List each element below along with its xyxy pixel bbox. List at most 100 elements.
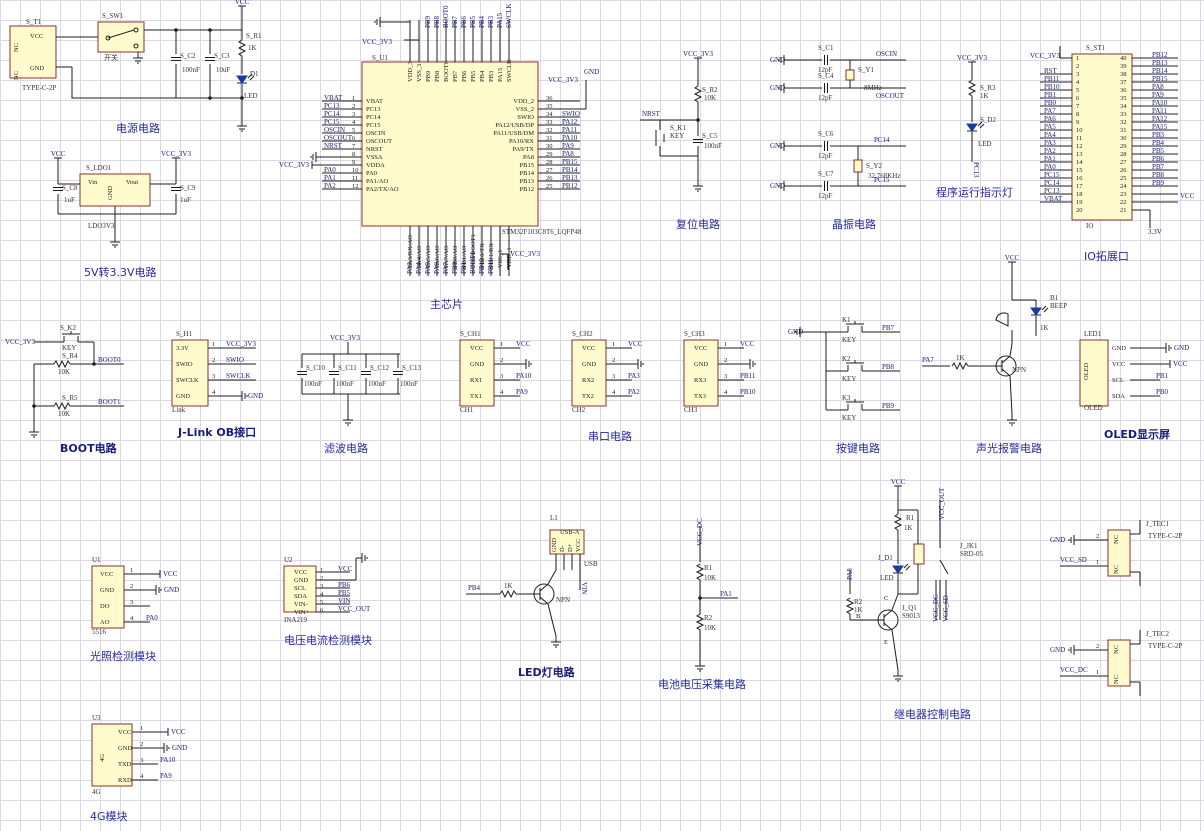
mcu-net-label: SWIO	[562, 110, 580, 118]
component-value: KEY	[670, 132, 684, 140]
component-value: 12pF	[818, 152, 833, 160]
io-net-label: VCC_3V3	[1030, 52, 1060, 60]
mcu-net-label: OSCIN	[324, 126, 345, 134]
pin-name: RXD	[118, 777, 132, 784]
resistor-r2	[693, 85, 703, 103]
relay-coil	[913, 543, 925, 565]
net-label: PB0	[1156, 388, 1169, 396]
net-label: GND	[172, 744, 187, 752]
mcu-pin-name: PB14	[520, 170, 535, 177]
component-ref: S_C9	[180, 184, 196, 192]
caption-crystal-circuit: 晶振电路	[832, 218, 876, 231]
mcu-pin-name: PC13	[366, 106, 380, 113]
pin-name: VCC	[1112, 361, 1125, 368]
io-net-label: PB4	[1152, 139, 1165, 147]
pin-name: GND	[100, 587, 114, 594]
buzzer-led	[1030, 307, 1042, 316]
junction-dot	[240, 96, 244, 100]
pin-number: 3	[212, 373, 215, 380]
component-value: 100nF	[182, 66, 200, 74]
mcu-pin-name: VDD_2	[513, 98, 534, 105]
pin-name: GND	[470, 361, 484, 368]
pin-name: DO	[100, 603, 110, 610]
switch-contact	[133, 43, 139, 49]
net-label: VCC_DC	[932, 594, 940, 622]
component-type: LDO3V3	[88, 222, 115, 230]
mcu-pin-name: PB5	[470, 71, 477, 82]
caption-battery-circuit: 电池电压采集电路	[658, 678, 746, 691]
pin-name: VCC	[582, 345, 595, 352]
component-value: KEY	[842, 414, 856, 422]
pin-name: SDA	[1112, 393, 1125, 400]
io-net-label: PB11	[1044, 75, 1060, 83]
caption-relay-circuit: 继电器控制电路	[894, 708, 971, 721]
mcu-pin-name: SWIO	[517, 114, 534, 121]
pin-number: 14	[1076, 159, 1083, 166]
pin-number: 24	[1120, 183, 1127, 190]
component-ref: S_K2	[60, 324, 76, 332]
mcu-pin-number: 4	[352, 119, 356, 126]
mcu-net-label: VBAT	[324, 94, 343, 102]
net-label: GND	[248, 392, 263, 400]
net-label: VCC	[740, 340, 755, 348]
io-net-label: PA15	[1152, 123, 1168, 131]
io-net-label: PB5	[1152, 147, 1165, 155]
io-header-body	[1071, 53, 1133, 221]
caption-4g-module: 4G模块	[90, 810, 128, 823]
component-ref: S_C12	[370, 364, 390, 372]
mcu-net-label: PB1	[460, 261, 468, 274]
caption-run-led: 程序运行指示灯	[936, 186, 1013, 199]
power-net-label: VCC	[163, 570, 178, 578]
io-net-label: PA7	[1044, 107, 1056, 115]
led-ray	[247, 73, 253, 79]
component-ref: J_TEC1	[1146, 520, 1169, 528]
pin-number: 1	[140, 725, 143, 732]
net-label: PB8	[882, 363, 895, 371]
mcu-pin-name: PB8	[434, 71, 441, 82]
pin-name: GND	[1112, 345, 1126, 352]
mcu-pin-name: PA9/TX	[513, 146, 535, 153]
component-ref: S_C3	[214, 52, 230, 60]
crystal-y2	[853, 159, 863, 173]
mcu-net-label: PC15	[324, 118, 340, 126]
io-net-label: PA3	[1044, 139, 1056, 147]
io-net-label: PA9	[1152, 91, 1164, 99]
component-value: BEEP	[1050, 302, 1067, 310]
mcu-pin-name: PB3	[488, 71, 495, 82]
mcu-pin-number: 3	[352, 111, 355, 118]
pin-number: 16	[1076, 175, 1083, 182]
mcu-pin-name: PA10/RX	[509, 138, 534, 145]
net-label: PC14	[874, 136, 890, 144]
mcu-pin-name: PA3/RX/AO	[407, 235, 414, 268]
mcu-net-label: PA15	[496, 12, 504, 28]
power-net-label: VCC_3V3	[161, 150, 191, 158]
io-net-label: PA11	[1152, 107, 1168, 115]
led-ray	[903, 563, 909, 569]
led-ray	[1043, 307, 1049, 313]
pin-name: GND	[176, 393, 190, 400]
junction-dot	[32, 404, 36, 408]
net-label: VCC	[338, 565, 353, 573]
pin-number: 5	[1076, 87, 1079, 94]
mcu-pin-name: PA0	[366, 170, 377, 177]
component-value: 1K	[1040, 324, 1049, 332]
led-d1	[236, 75, 248, 84]
junction-dot	[698, 596, 702, 600]
caption-boot-circuit: BOOT电路	[60, 442, 117, 455]
net-label: VCC_3V3	[330, 334, 360, 342]
mcu-pin-number: 34	[546, 111, 553, 118]
pin-name: VCC	[294, 569, 307, 576]
pin-number: 6	[1076, 95, 1080, 102]
led-relay	[892, 565, 904, 574]
pin-number: 21	[1120, 207, 1127, 214]
component-label: USB	[584, 560, 598, 568]
net-label: GND	[770, 56, 785, 64]
pin-number: 22	[1120, 199, 1127, 206]
usb-typec-connector	[9, 25, 57, 79]
net-label: PC15	[874, 176, 890, 184]
io-net-label: PB6	[1152, 155, 1165, 163]
mcu-pin-number: 5	[352, 127, 355, 134]
io-net-label: PB8	[1152, 171, 1165, 179]
pin-number: 4	[724, 389, 728, 396]
net-label: OSCOUT	[876, 92, 905, 100]
